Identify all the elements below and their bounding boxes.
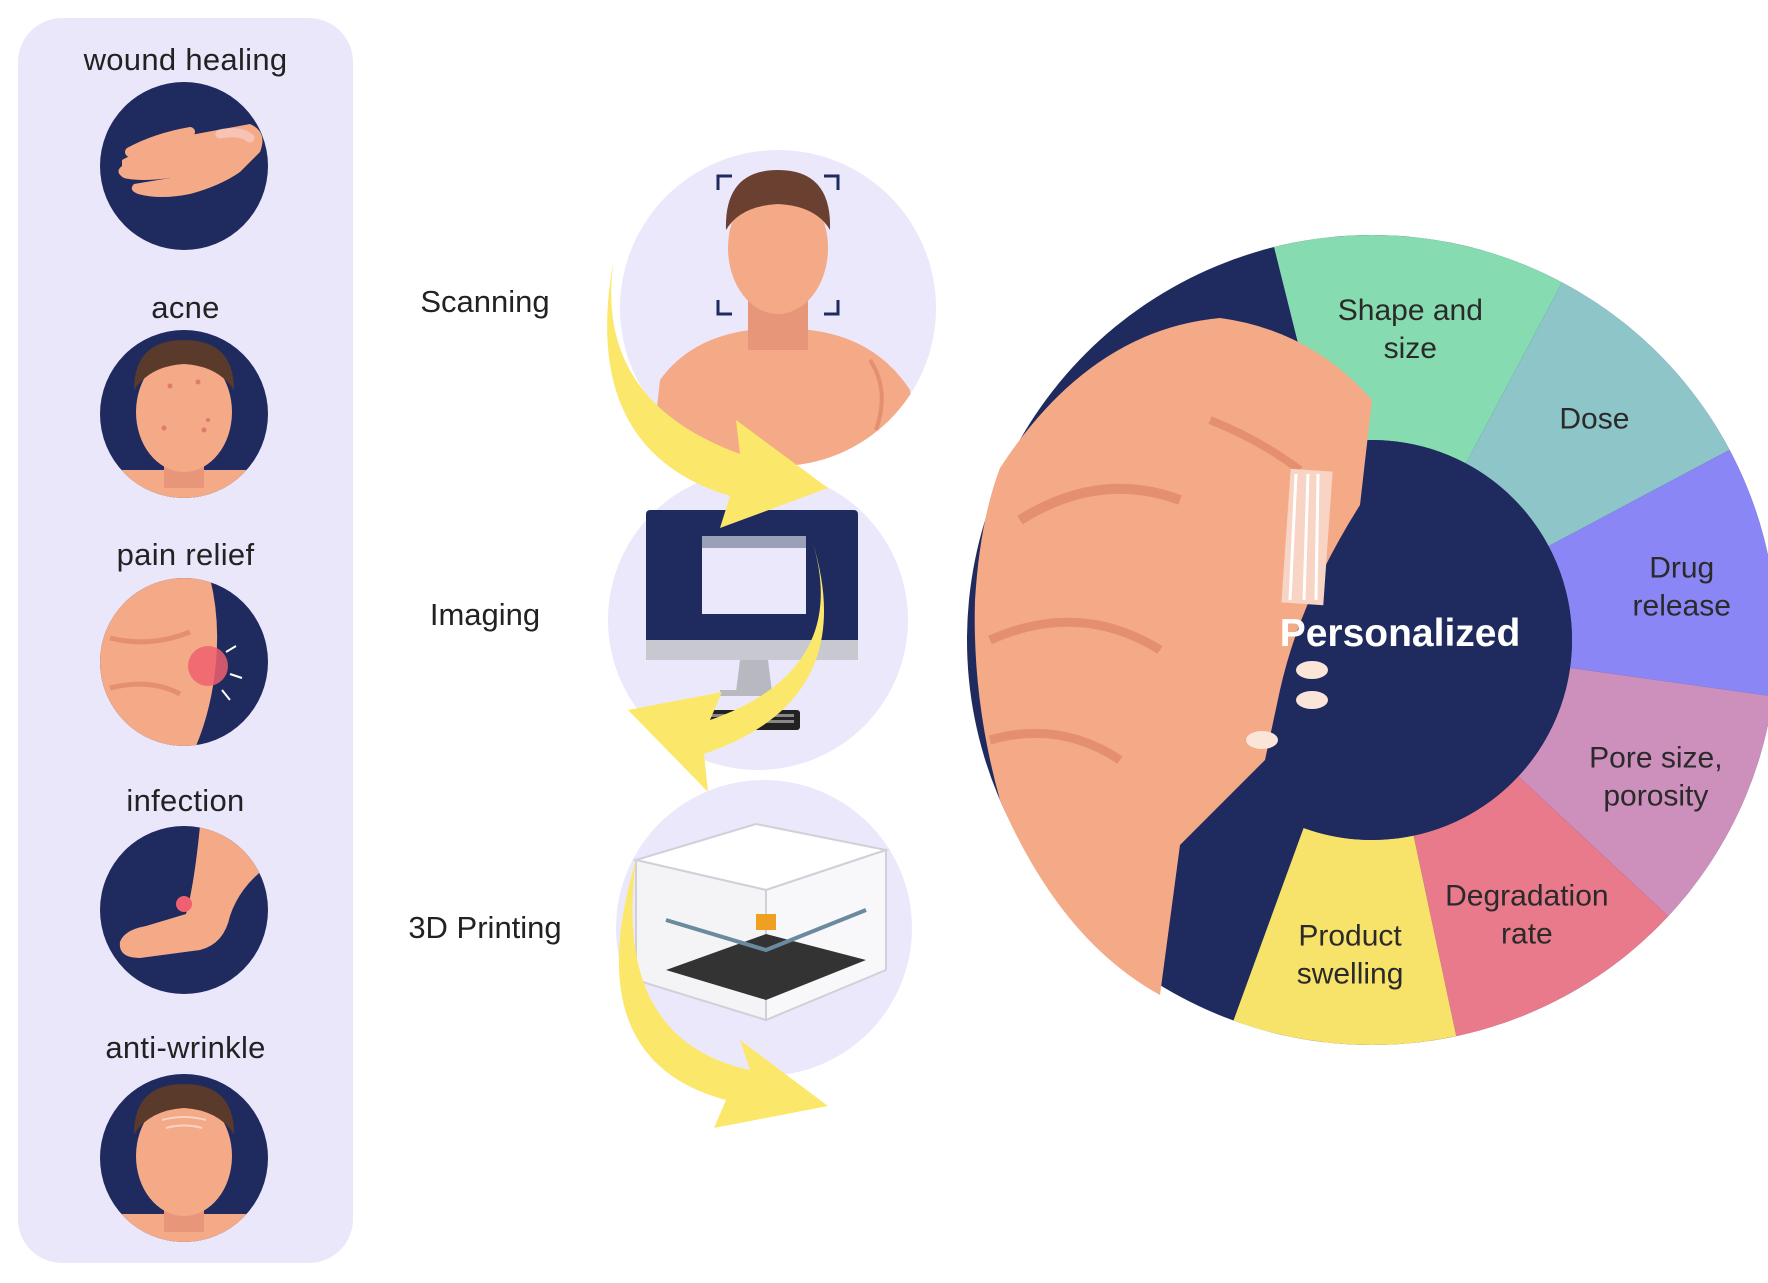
- process-flow-arrows: [607, 258, 828, 1128]
- foot-infection-icon: [100, 826, 268, 994]
- 3d-printer-icon: [616, 780, 912, 1076]
- arm-illustration: [974, 318, 1372, 995]
- arrow-printing-output: [618, 860, 828, 1128]
- app-label-infection: infection: [126, 783, 245, 818]
- wheel-segment-label-3-1: porosity: [1603, 779, 1708, 812]
- face-scan-icon: [620, 150, 936, 466]
- wheel-segment-label-0-1: size: [1384, 332, 1437, 365]
- face-acne-icon: [100, 330, 268, 498]
- arrow-scan-to-imaging: [607, 258, 828, 528]
- wheel-segment-label-3-0: Pore size,: [1589, 741, 1722, 774]
- patch-icon: [1281, 468, 1333, 606]
- wheel-segment-5: [1233, 827, 1457, 1045]
- wheel-segment-label-5-1: swelling: [1297, 958, 1404, 991]
- step-label-scanning: Scanning: [420, 284, 550, 319]
- wheel-segment-label-2-1: release: [1633, 589, 1731, 622]
- wheel-segment-label-0-0: Shape and: [1338, 294, 1483, 327]
- wheel-segment-label-5-0: Product: [1298, 920, 1402, 953]
- wheel-segment-1: [1465, 282, 1730, 547]
- wheel-segment-label-4-1: rate: [1501, 918, 1553, 951]
- wheel-segment-4: [1413, 776, 1669, 1037]
- wheel-segment-label-4-0: Degradation: [1445, 880, 1608, 913]
- face-wrinkle-icon: [100, 1074, 268, 1242]
- app-label-anti-wrinkle: anti-wrinkle: [105, 1030, 266, 1065]
- wheel-segment-2: [1548, 449, 1768, 696]
- step-label-imaging: Imaging: [429, 597, 541, 632]
- wheel-segment-label-2-0: Drug: [1649, 551, 1714, 584]
- wheel-center-label: Personalized: [1280, 612, 1521, 655]
- step-label-3d-printing: 3D Printing: [408, 910, 562, 945]
- elbow-pain-icon: [100, 578, 268, 746]
- wheel-segment-3: [1518, 667, 1768, 917]
- app-label-acne: acne: [151, 290, 220, 325]
- wheel-segment-label-1-0: Dose: [1559, 403, 1629, 436]
- app-label-pain-relief: pain relief: [116, 537, 255, 572]
- arrow-imaging-to-printing: [628, 540, 825, 792]
- app-label-wound-healing: wound healing: [83, 42, 288, 77]
- hand-wound-icon: [100, 82, 268, 250]
